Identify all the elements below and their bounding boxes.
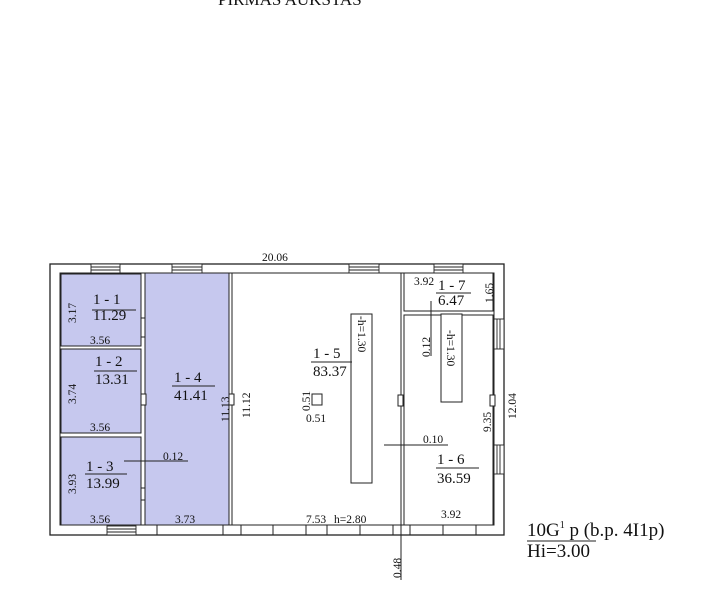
svg-text:0.12: 0.12 (421, 337, 433, 357)
svg-text:0.12: 0.12 (163, 451, 183, 463)
room-1-2 (60, 348, 142, 434)
wall-ticks (140, 317, 496, 535)
svg-text:Hi=3.00: Hi=3.00 (527, 541, 590, 562)
building-legend: 10G1 p (b.p. 4I1p) Hi=3.00 (527, 520, 664, 562)
svg-text:3.92: 3.92 (414, 276, 434, 288)
pit-1-6 (440, 313, 463, 403)
floor-title: PIRMAS AUKŠTAS (218, 0, 362, 9)
room-id: 1 - 6 (437, 452, 465, 468)
room-id: 1 - 5 (313, 346, 341, 362)
svg-text:3.73: 3.73 (175, 514, 195, 526)
svg-text:9.35: 9.35 (482, 412, 494, 432)
svg-text:-h=1.30: -h=1.30 (355, 316, 367, 352)
svg-text:3.74: 3.74 (67, 384, 79, 404)
svg-text:3.92: 3.92 (441, 509, 461, 521)
room-area: 6.47 (438, 293, 465, 309)
room-id: 1 - 2 (95, 354, 123, 370)
room-id: 1 - 4 (174, 370, 202, 386)
svg-text:11.12: 11.12 (241, 392, 253, 418)
svg-text:3.93: 3.93 (67, 474, 79, 494)
dimension-arrows (124, 301, 448, 580)
svg-text:7.53: 7.53 (306, 514, 326, 526)
room-id: 1 - 7 (438, 278, 466, 294)
svg-text:3.56: 3.56 (90, 335, 110, 347)
svg-text:12.04: 12.04 (507, 393, 519, 419)
svg-text:0.10: 0.10 (423, 434, 443, 446)
svg-text:3.17: 3.17 (67, 303, 79, 323)
room-1-7 (403, 272, 494, 312)
svg-text:3.56: 3.56 (90, 514, 110, 526)
room-area: 13.31 (95, 372, 129, 388)
room-area: 13.99 (86, 476, 120, 492)
svg-text:1.65: 1.65 (484, 283, 496, 303)
dimensions: 20.06 3.56 3.56 3.56 3.73 7.53 h=2.80 3.… (67, 252, 519, 578)
room-area: 41.41 (174, 388, 208, 404)
room-area: 36.59 (437, 471, 471, 487)
svg-text:3.56: 3.56 (90, 422, 110, 434)
pillar (311, 393, 323, 406)
room-labels: 1 - 1 11.29 1 - 2 13.31 1 - 3 13.99 1 - … (85, 278, 479, 492)
pit-1-5 (350, 313, 373, 484)
room-1-3 (60, 436, 142, 526)
outer-wall (49, 263, 505, 536)
room-id: 1 - 1 (93, 292, 121, 308)
svg-text:0.51: 0.51 (301, 391, 313, 411)
svg-text:-h=1.30: -h=1.30 (444, 330, 456, 366)
room-area: 11.29 (93, 308, 126, 324)
room-id: 1 - 3 (86, 459, 114, 475)
svg-text:0.51: 0.51 (306, 413, 326, 425)
room-area: 83.37 (313, 364, 347, 380)
svg-text:11.13: 11.13 (220, 396, 232, 422)
svg-text:0.48: 0.48 (392, 558, 404, 578)
windows (90, 263, 505, 536)
svg-text:10G1 p (b.p. 4I1p): 10G1 p (b.p. 4I1p) (527, 520, 664, 541)
svg-text:h=2.80: h=2.80 (334, 514, 367, 526)
svg-text:20.06: 20.06 (262, 252, 288, 264)
room-1-4 (144, 272, 230, 526)
